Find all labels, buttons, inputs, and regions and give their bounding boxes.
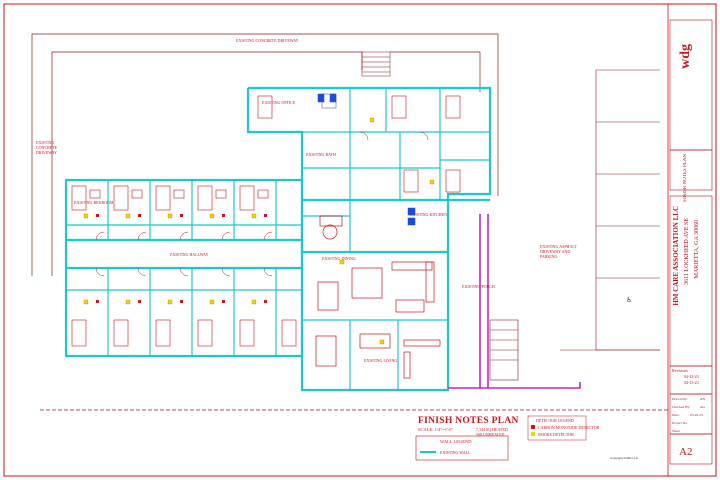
- label-bath: EXISTING BATH: [306, 152, 336, 157]
- label-hallway: EXISTING HALLWAY: [170, 252, 209, 257]
- project-label: Project No.: [672, 421, 688, 425]
- revision-1: 04-12-23: [684, 374, 699, 379]
- firm-logo: wdg: [678, 44, 693, 69]
- common-area-furniture: [315, 215, 441, 379]
- detector-markers: [83, 117, 435, 345]
- checked-by-label: Checked By:: [672, 405, 691, 409]
- client-address-1: 3611 LOCKHEED AVE SE: [684, 218, 690, 285]
- drawn-by-label: Drawn By:: [672, 397, 688, 401]
- client-name: HM CARE ASSOCIATION LLC: [672, 206, 680, 306]
- bathroom-fixtures: [317, 93, 416, 226]
- sheet-number: A2: [679, 446, 693, 458]
- client-address-2: MARIETTA, GA 30060: [694, 220, 700, 279]
- smoke-detector-swatch: [531, 432, 535, 436]
- access-ramp: [448, 214, 581, 389]
- label-concrete-driveway-top: EXISTING CONCRETE DRIVEWAY: [236, 38, 299, 43]
- label-asphalt-parking: EXISTING ASPHALT DRIVEWAY AND PARKING: [540, 244, 577, 259]
- heated-area: 7,344 SQ.HEATED: [476, 427, 508, 432]
- building-walls: [64, 86, 492, 392]
- label-bedroom: EXISTING BEDROOM: [74, 200, 114, 205]
- co-detector-markers: [96, 214, 267, 303]
- detector-smoke-label: SMOKE DETECTOR: [538, 432, 574, 437]
- detector-co-label: CARBON MONOXIDE DETECTOR: [538, 425, 600, 430]
- label-living: EXISTING LIVING: [364, 358, 398, 363]
- label-kitchen: EXISTING KITCHEN: [410, 212, 447, 217]
- room-partitions: [66, 88, 490, 390]
- wall-legend-item: EXISTING WALL: [440, 450, 471, 455]
- checked-by: AG: [700, 405, 706, 409]
- parking-stalls: [560, 69, 660, 351]
- title-block-frames: [669, 19, 713, 465]
- date-label: Date:: [672, 413, 680, 417]
- stairs: [361, 51, 391, 77]
- plan-scale: SCALE: 1/4"=1'-0": [418, 427, 454, 432]
- unheated-area: 508 UNHEATED: [476, 432, 505, 437]
- doors: [95, 131, 429, 277]
- label-porch: EXISTING PORCH: [462, 284, 495, 289]
- label-office: EXISTING OFFICE: [262, 100, 296, 105]
- sheet-label: Sheet: [672, 429, 680, 433]
- revision-2: 04-13-23: [684, 380, 699, 385]
- detector-legend-box: [527, 415, 587, 441]
- wall-legend-box: [415, 435, 509, 461]
- co-detector-swatch: [531, 425, 535, 429]
- bedroom-furniture: [71, 95, 461, 347]
- porch-rail: [489, 319, 519, 381]
- accessible-parking-icon: ♿: [626, 296, 632, 304]
- footer-note: Copyright Drafts LLC: [610, 456, 639, 460]
- label-dining: EXISTING DINING: [322, 256, 356, 261]
- date-value: 03-29-23: [690, 413, 703, 417]
- drawn-by: AN: [700, 397, 706, 401]
- sheet-border: [3, 3, 717, 477]
- label-concrete-driveway-left: EXISTING CONCRETE DRIVEWAY: [36, 140, 58, 155]
- detector-legend-title: DETECTOR LEGEND: [536, 418, 574, 423]
- wall-legend-title: WALL LEGEND: [440, 439, 472, 444]
- revisions-label: Revisions: [672, 368, 688, 373]
- title-block-sheet-name: FINISH NOTES PLAN: [683, 154, 688, 202]
- plan-title: FINISH NOTES PLAN: [418, 416, 519, 426]
